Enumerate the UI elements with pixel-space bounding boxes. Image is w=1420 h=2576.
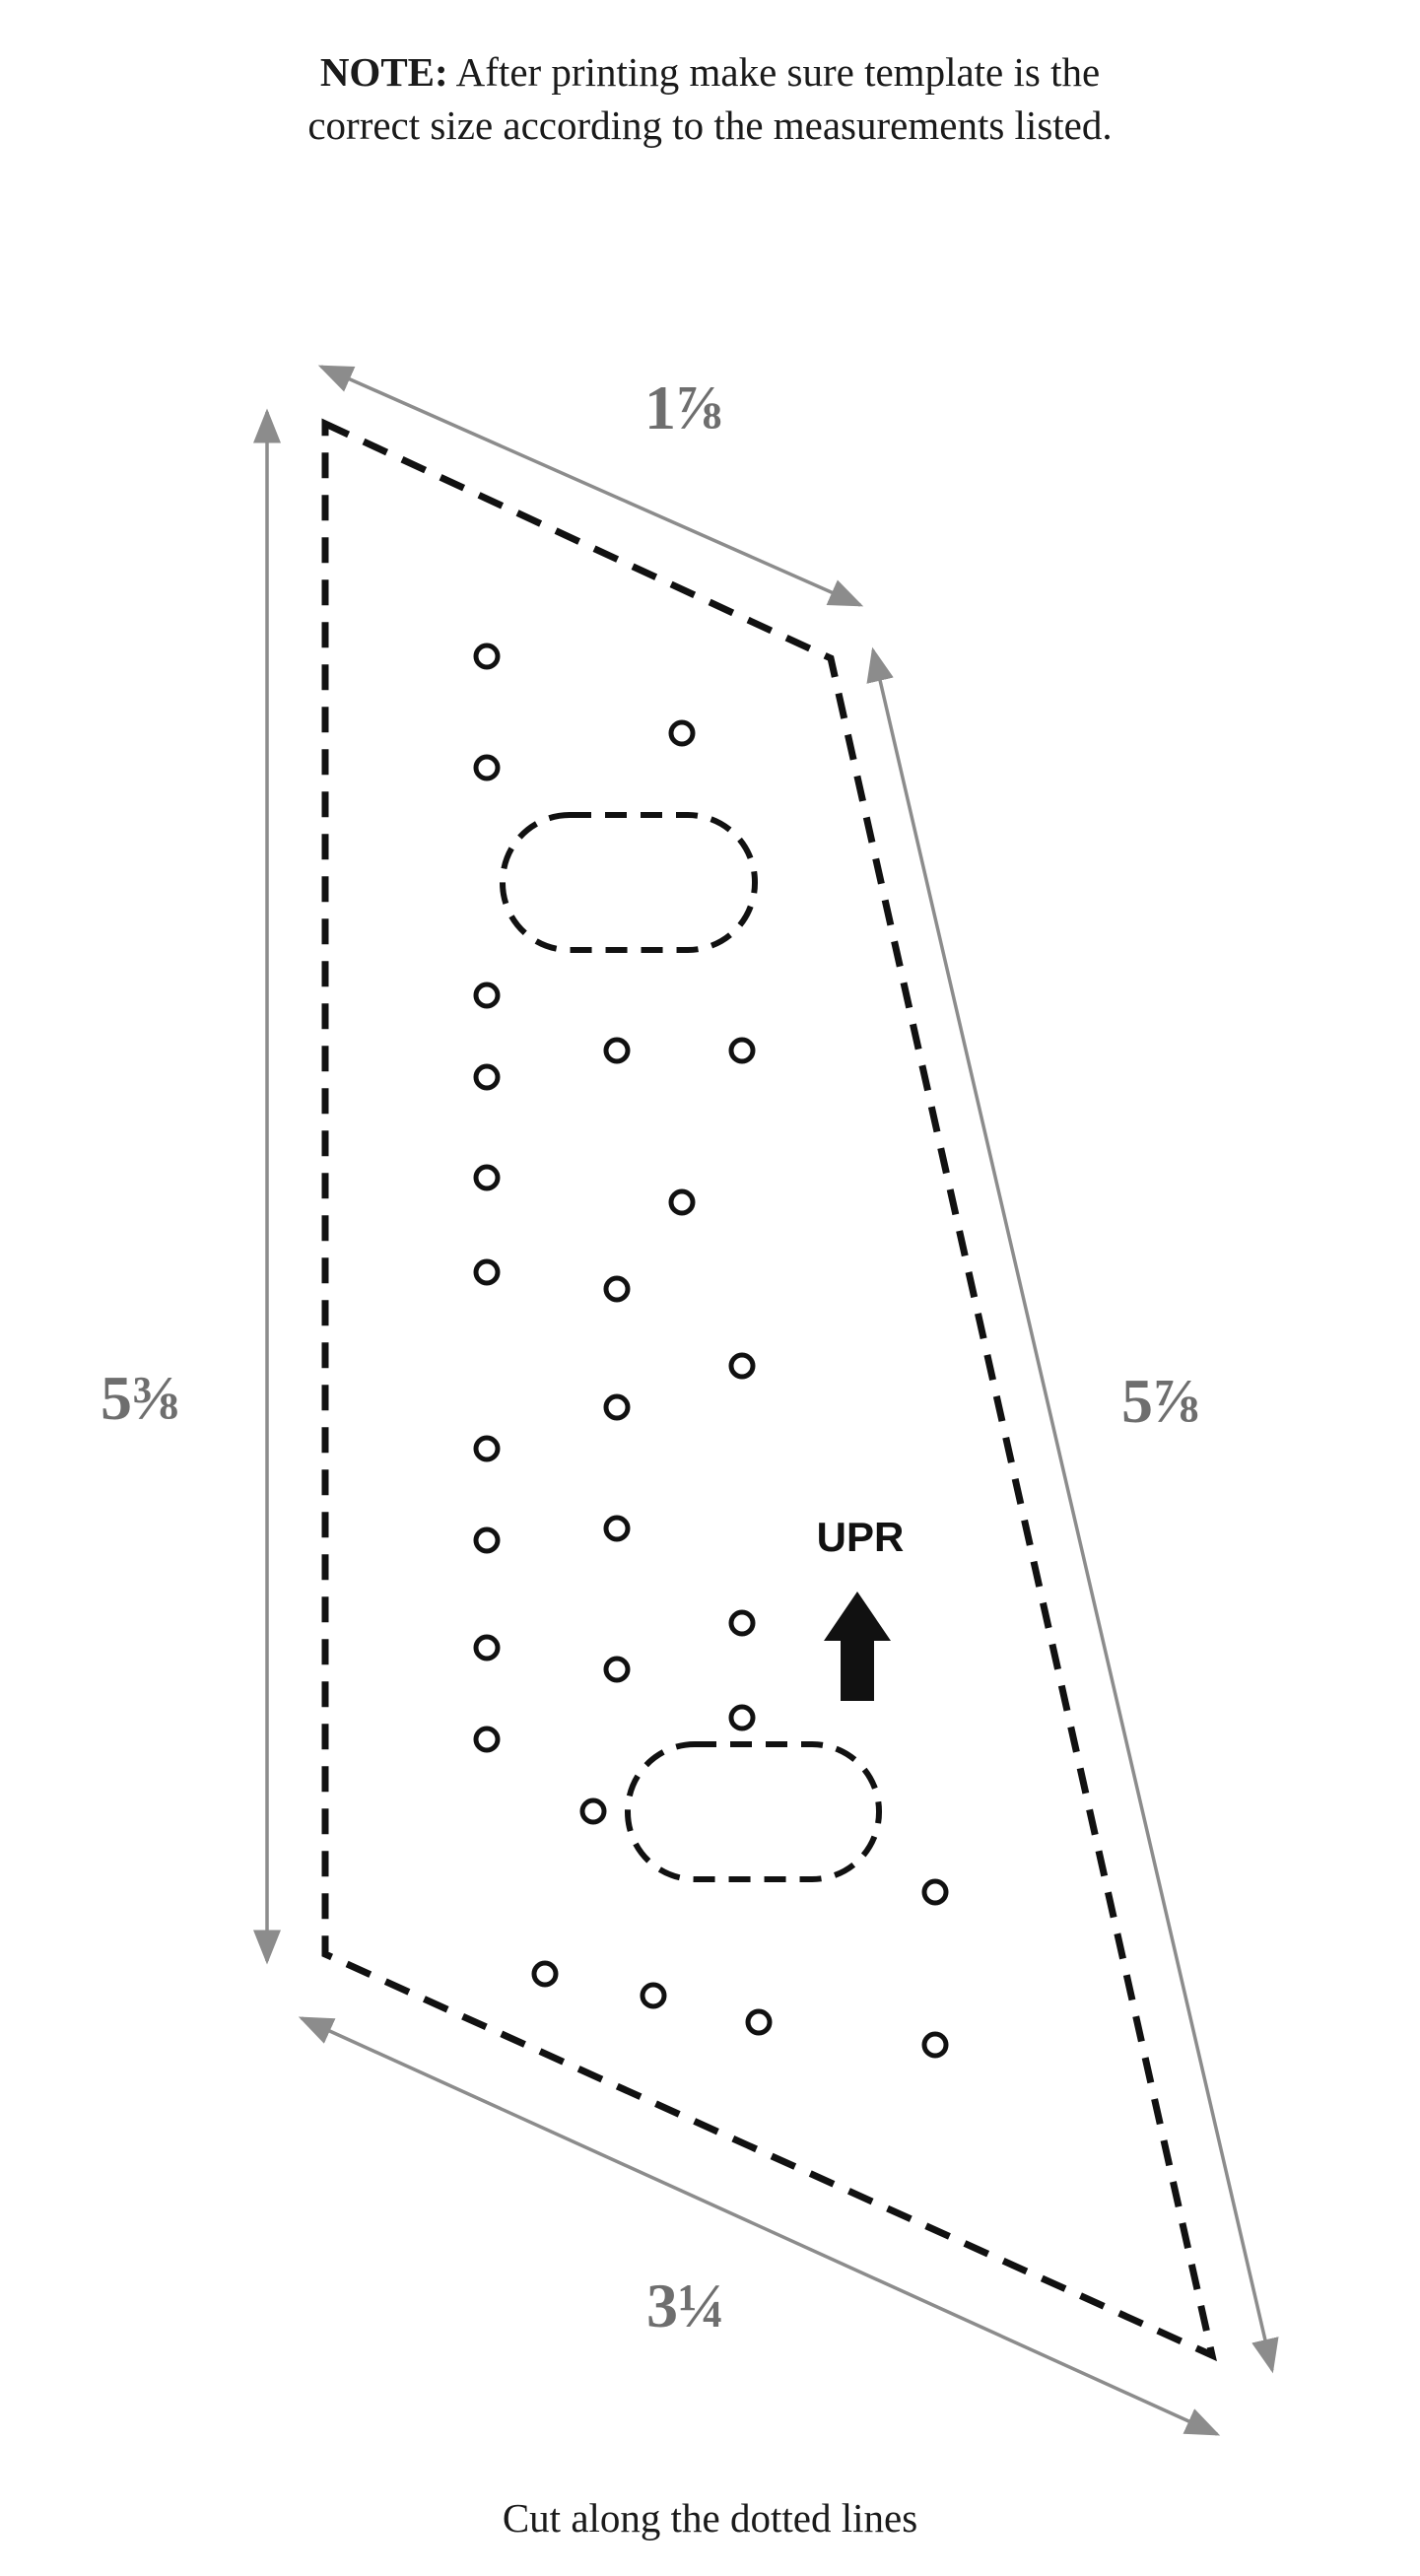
circle-icon bbox=[473, 1634, 501, 1661]
circle-icon bbox=[603, 1515, 631, 1542]
circle-icon bbox=[473, 1435, 501, 1462]
circle-icon bbox=[473, 982, 501, 1009]
circle-icon bbox=[473, 1258, 501, 1286]
dimension-lines bbox=[253, 365, 1279, 2436]
circle-icon bbox=[745, 2008, 773, 2036]
dimension-label-right: 5⅞ bbox=[1121, 1366, 1200, 1436]
circle-icon bbox=[603, 1037, 631, 1064]
arrow-up-icon bbox=[824, 1592, 891, 1701]
dimension-line-bottom bbox=[298, 2016, 1221, 2436]
circle-icon bbox=[728, 1609, 756, 1637]
circle-icon bbox=[603, 1275, 631, 1303]
print-note-text-1: After printing make sure template is the bbox=[447, 49, 1101, 95]
circle-icon bbox=[473, 1063, 501, 1091]
hole-markers bbox=[473, 643, 949, 2059]
circle-icon bbox=[603, 1393, 631, 1421]
circle-icon bbox=[473, 754, 501, 781]
cut-instruction: Cut along the dotted lines bbox=[502, 2495, 918, 2541]
cutout-slot-upper bbox=[500, 812, 758, 953]
dimension-line-top bbox=[317, 365, 864, 607]
circle-icon bbox=[531, 1960, 559, 1988]
circle-icon bbox=[473, 1526, 501, 1554]
circle-icon bbox=[921, 1878, 949, 1906]
circle-icon bbox=[728, 1352, 756, 1380]
circle-icon bbox=[473, 1164, 501, 1191]
print-note-label: NOTE: bbox=[319, 49, 448, 95]
dimension-label-top: 1⅞ bbox=[644, 373, 723, 442]
print-note-line-1: NOTE: After printing make sure template … bbox=[0, 45, 1420, 99]
print-note: NOTE: After printing make sure template … bbox=[0, 45, 1420, 152]
circle-icon bbox=[473, 643, 501, 670]
circle-icon bbox=[921, 2031, 949, 2059]
circle-icon bbox=[668, 1188, 696, 1216]
circle-icon bbox=[728, 1037, 756, 1064]
dimension-label-bottom: 3¼ bbox=[646, 2271, 725, 2340]
circle-icon bbox=[473, 1726, 501, 1753]
circle-icon bbox=[579, 1797, 607, 1825]
cut-outline bbox=[321, 418, 1217, 2362]
cutout-slot-lower bbox=[625, 1741, 882, 1882]
circle-icon bbox=[640, 1982, 667, 2009]
dimension-line-right bbox=[866, 646, 1279, 2374]
dimension-label-left: 5⅜ bbox=[101, 1363, 179, 1433]
circle-icon bbox=[603, 1656, 631, 1683]
print-note-line-2: correct size according to the measuremen… bbox=[307, 102, 1113, 148]
direction-label: UPR bbox=[817, 1514, 905, 1560]
circle-icon bbox=[728, 1704, 756, 1731]
circle-icon bbox=[668, 719, 696, 747]
